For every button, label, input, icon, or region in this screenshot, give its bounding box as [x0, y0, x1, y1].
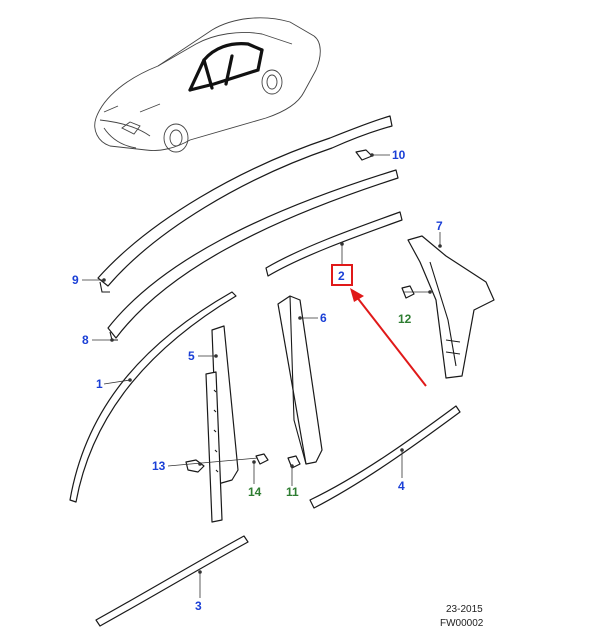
callout-6: 6 — [320, 311, 327, 325]
highlight-arrow-shaft — [355, 295, 427, 387]
part-6-applique — [277, 295, 323, 465]
callout-1: 1 — [96, 377, 103, 391]
fastener-11 — [287, 455, 301, 469]
part-9-roof-molding — [97, 115, 393, 293]
callout-8: 8 — [82, 333, 89, 347]
callout-3: 3 — [195, 599, 202, 613]
highlight-annotation — [331, 264, 427, 387]
callout-2: 2 — [338, 269, 345, 283]
callout-13: 13 — [152, 459, 166, 473]
callout-4: 4 — [398, 479, 405, 493]
callout-12: 12 — [398, 312, 412, 326]
footer-figure-code: FW00002 — [440, 618, 484, 629]
part-7-quarter-trim — [407, 235, 495, 379]
callout-10: 10 — [392, 148, 406, 162]
part-3-sill-molding — [95, 535, 249, 627]
part-5-pillar-trim — [205, 325, 239, 523]
car-thumbnail — [94, 17, 321, 153]
part-8-molding — [107, 169, 399, 341]
callout-11: 11 — [286, 485, 299, 499]
part-10-clip — [355, 149, 373, 161]
part-4-belt-molding — [309, 405, 461, 509]
footer-date-code: 23-2015 — [446, 604, 483, 615]
fastener-13 — [185, 459, 205, 473]
callout-9: 9 — [72, 273, 79, 287]
highlight-arrow-head — [350, 288, 364, 302]
leader-lines — [82, 153, 442, 598]
callout-5: 5 — [188, 349, 195, 363]
callout-labels: 9 8 1 5 6 7 10 2 12 13 14 11 4 3 — [72, 148, 443, 613]
callout-7: 7 — [436, 219, 443, 233]
part-1-thin-strip — [69, 291, 237, 503]
callout-14: 14 — [248, 485, 262, 499]
part-2-strip — [265, 211, 403, 277]
figure-footer: 23-2015 FW00002 — [440, 604, 484, 629]
fastener-14 — [255, 453, 269, 465]
highlight-box — [331, 264, 353, 286]
